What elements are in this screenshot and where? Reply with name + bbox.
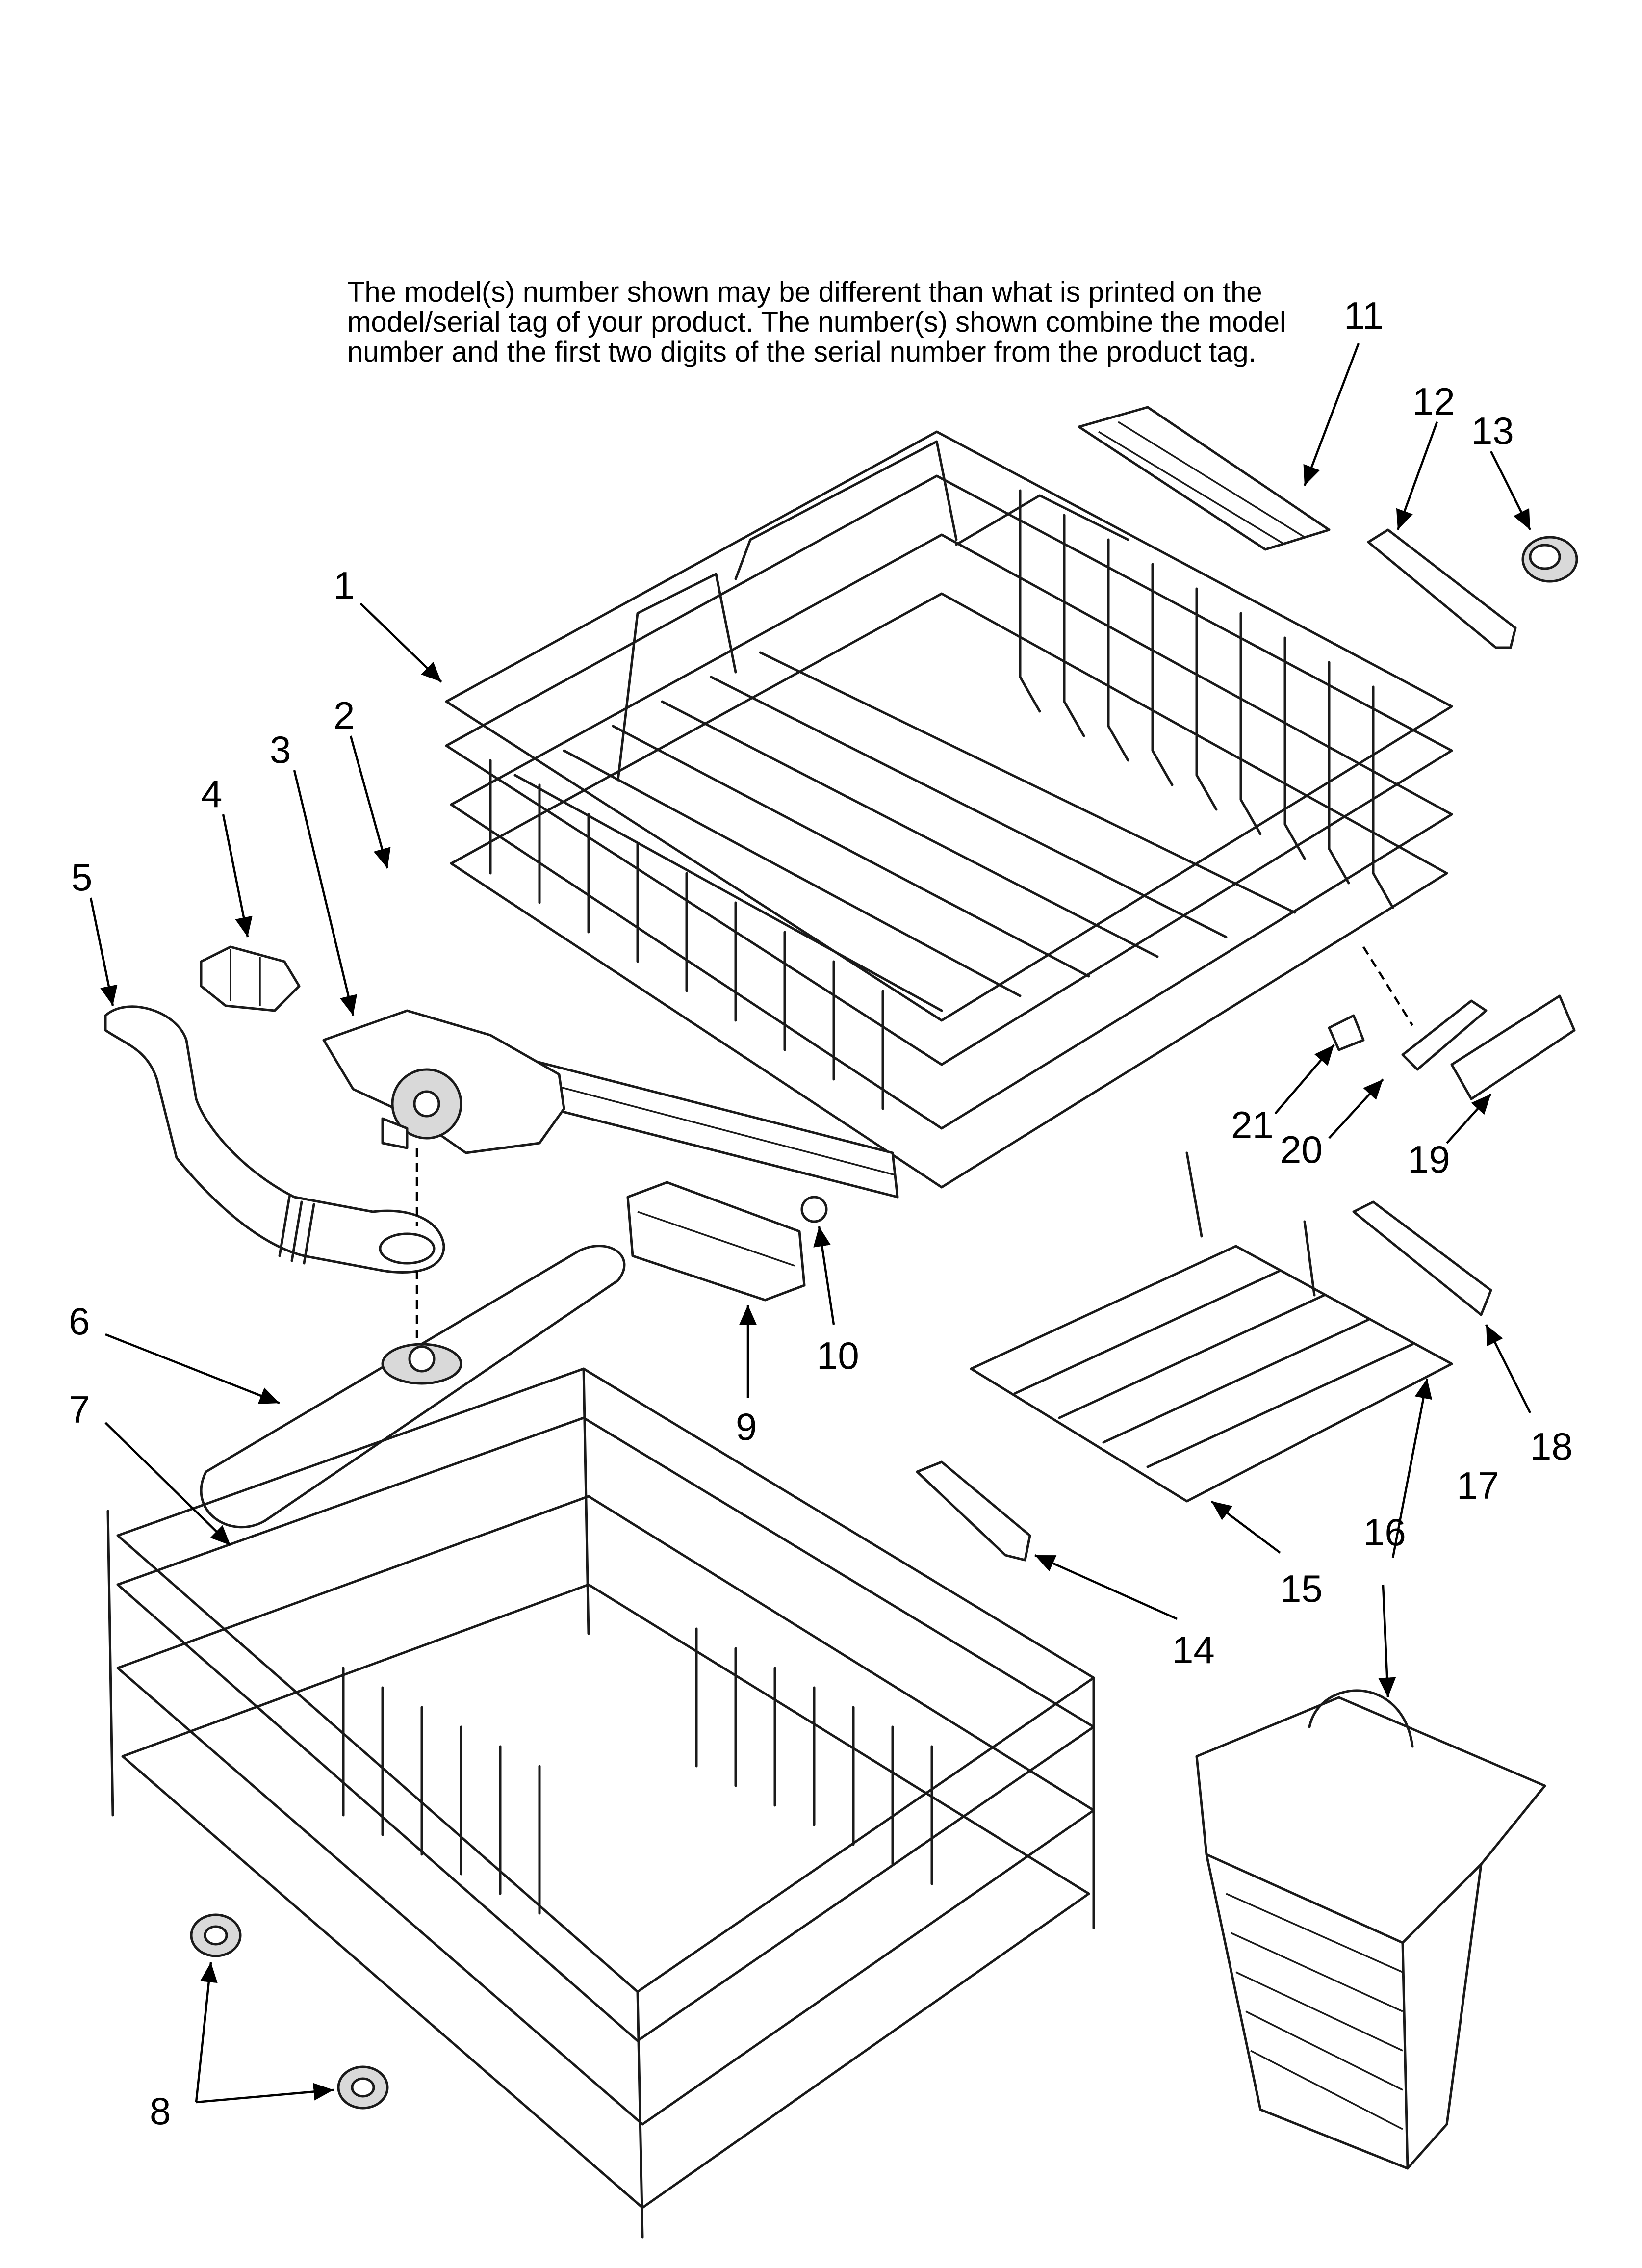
callout-19: 19 — [1408, 1138, 1450, 1181]
bracket — [626, 1181, 806, 1302]
callout-8: 8 — [150, 2089, 171, 2133]
callout-leaders — [89, 343, 1532, 2104]
callout-6: 6 — [69, 1300, 90, 1343]
callout-5: 5 — [71, 856, 92, 899]
callout-12: 12 — [1412, 380, 1455, 423]
shelf-clip — [1352, 1200, 1492, 1316]
notice-line-1: The model(s) number shown may be differe… — [347, 276, 1262, 308]
clip-part — [200, 945, 301, 1012]
lower-rack-tines — [342, 1627, 933, 1915]
upper-rack — [445, 430, 1453, 1189]
callout-10: 10 — [817, 1334, 859, 1377]
callout-1: 1 — [334, 564, 355, 607]
tag-strip — [1367, 528, 1517, 649]
callout-9: 9 — [736, 1405, 757, 1448]
notice-line-3: number and the first two digits of the s… — [347, 336, 1257, 368]
upper-rack-tines — [489, 489, 1394, 1110]
shelf-clip-lower — [916, 1460, 1031, 1562]
callout-numbers: 1 2 3 4 5 6 7 8 9 10 11 12 13 14 15 16 1… — [69, 294, 1573, 2133]
notice-line-2: model/serial tag of your product. The nu… — [347, 306, 1286, 338]
lower-rack — [106, 1367, 1095, 2239]
knob — [1521, 536, 1578, 583]
callout-3: 3 — [270, 728, 291, 771]
model-number-notice: The model(s) number shown may be differe… — [347, 277, 1426, 367]
handle-assembly — [1328, 994, 1576, 1100]
callout-7: 7 — [69, 1388, 90, 1431]
callout-14: 14 — [1172, 1628, 1215, 1671]
callout-21: 21 — [1231, 1103, 1274, 1147]
cup-shelf — [970, 1151, 1453, 1503]
spray-manifold — [322, 1009, 565, 1154]
supply-tube — [104, 1005, 445, 1274]
small-cap — [800, 1196, 828, 1223]
callout-16: 16 — [1363, 1511, 1406, 1554]
callout-20: 20 — [1280, 1128, 1323, 1171]
callout-17: 17 — [1457, 1464, 1499, 1507]
callout-18: 18 — [1530, 1425, 1573, 1468]
callout-15: 15 — [1280, 1567, 1323, 1610]
spray-arm — [200, 1245, 626, 1529]
callout-11: 11 — [1344, 294, 1384, 337]
callout-2: 2 — [334, 694, 355, 737]
assembly-dashed-lines — [415, 946, 1413, 1344]
rack-wheels — [190, 1913, 389, 2110]
silverware-basket — [1195, 1689, 1546, 2170]
callout-4: 4 — [201, 772, 222, 815]
callout-13: 13 — [1471, 409, 1514, 452]
tine-row — [1078, 406, 1331, 551]
